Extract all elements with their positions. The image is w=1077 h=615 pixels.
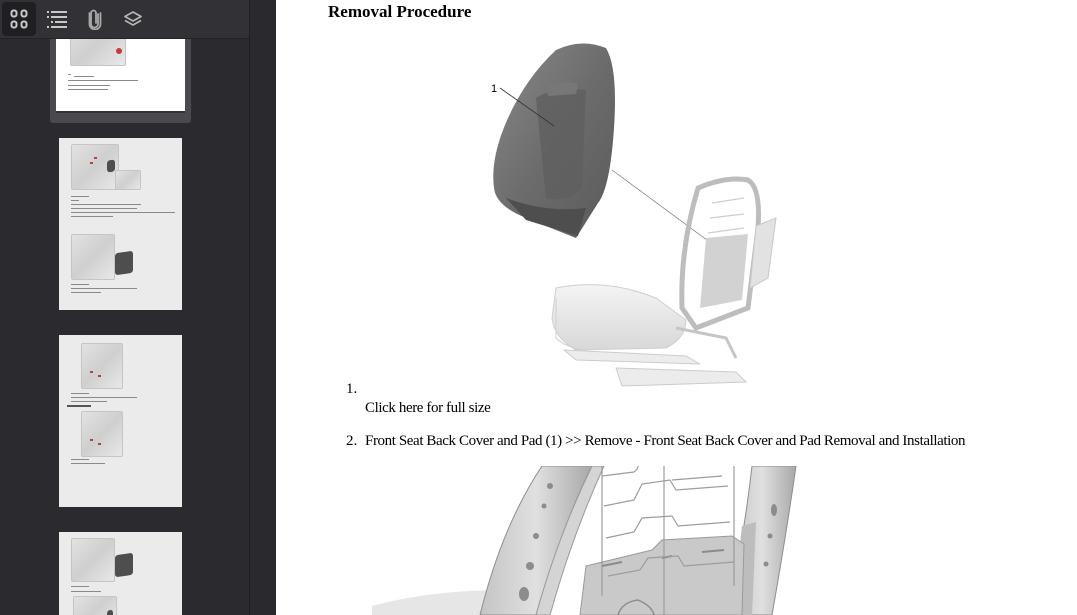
callout-number: 1 (491, 83, 497, 95)
seat-frame-figure[interactable] (372, 461, 812, 615)
thumbnail-page-4[interactable] (59, 532, 182, 615)
page-thumbnail-image (59, 335, 182, 507)
seat-back-cover-figure[interactable]: 1 (486, 38, 806, 394)
list-icon (46, 9, 68, 29)
paperclip-icon (87, 8, 103, 30)
thumbnail-page-3[interactable] (59, 335, 182, 507)
sidebar-toolbar (0, 0, 249, 39)
thumbnail-list[interactable] (0, 0, 249, 615)
step-2-number: 2. (346, 433, 358, 449)
grid-icon (10, 9, 28, 29)
section-heading: Removal Procedure (328, 2, 472, 21)
layers-view-button[interactable] (116, 2, 150, 36)
thumbnail-page-2[interactable] (59, 138, 182, 310)
sidebar-resize-gutter[interactable] (249, 0, 276, 615)
document-page: Removal Procedure 1 (276, 0, 1077, 615)
thumbnail-sidebar (0, 0, 249, 615)
attachments-view-button[interactable] (78, 2, 112, 36)
step-2-text[interactable]: Front Seat Back Cover and Pad (1) >> Rem… (365, 433, 966, 449)
step-1-number: 1. (346, 381, 358, 397)
page-thumbnail-image (59, 532, 182, 615)
outline-view-button[interactable] (40, 2, 74, 36)
page-thumbnail-image (59, 138, 182, 310)
layers-icon (123, 10, 143, 28)
thumbnails-view-button[interactable] (2, 2, 36, 36)
full-size-link[interactable]: Click here for full size (365, 400, 491, 416)
